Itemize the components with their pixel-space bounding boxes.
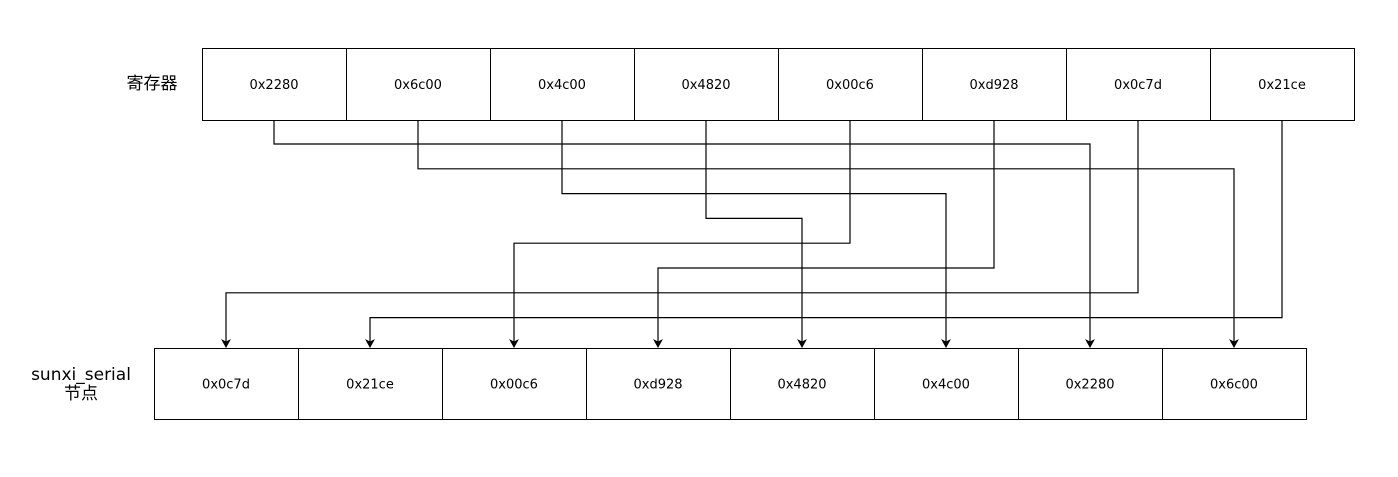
serial-node-cell-value: 0x00c6 bbox=[490, 378, 538, 393]
register-cell: 0x00c6 bbox=[778, 48, 923, 121]
serial-node-cell-box bbox=[154, 348, 299, 420]
register-cell-box bbox=[202, 48, 347, 121]
serial-node-cell-value: 0x0c7d bbox=[202, 378, 250, 393]
register-cell: 0x2280 bbox=[202, 48, 347, 121]
serial-node-row-label: sunxi_serial 节点 bbox=[18, 366, 144, 404]
serial-node-cell-value: 0x6c00 bbox=[1210, 378, 1258, 393]
connector-arrow bbox=[705, 120, 807, 348]
register-cell-value: 0x21ce bbox=[1258, 78, 1306, 93]
serial-node-label-line1: sunxi_serial bbox=[31, 365, 131, 385]
serial-node-cell-box bbox=[730, 348, 875, 420]
register-cell-box bbox=[922, 48, 1067, 121]
serial-node-cell-box bbox=[1018, 348, 1163, 420]
connector-arrow bbox=[365, 120, 1283, 348]
register-cell-box bbox=[634, 48, 779, 121]
serial-node-cell: 0x4c00 bbox=[874, 348, 1019, 420]
serial-node-cell-box bbox=[1162, 348, 1307, 420]
register-row: 0x2280 0x6c00 0x4c00 0x4820 0x00c6 0xd928 0x0c… bbox=[202, 48, 1355, 121]
serial-node-cell-value: 0x21ce bbox=[346, 378, 394, 393]
serial-node-cell: 0x6c00 bbox=[1162, 348, 1307, 420]
register-cell-value: 0x00c6 bbox=[826, 78, 874, 93]
connector-arrow bbox=[417, 120, 1239, 348]
connector-lines bbox=[221, 120, 1283, 348]
connector-arrow bbox=[273, 120, 1095, 348]
connector-arrow bbox=[509, 120, 851, 348]
register-cell: 0x0c7d bbox=[1066, 48, 1211, 121]
register-cell: 0x6c00 bbox=[346, 48, 491, 121]
serial-node-cell-value: 0x2280 bbox=[1065, 378, 1114, 393]
register-cell: 0x21ce bbox=[1210, 48, 1355, 121]
register-cell-value: 0x0c7d bbox=[1114, 78, 1162, 93]
serial-node-row: 0x0c7d 0x21ce 0x00c6 0xd928 0x4820 0x4c00 0x22… bbox=[154, 348, 1307, 420]
serial-node-cell-value: 0xd928 bbox=[633, 378, 682, 393]
register-cell: 0xd928 bbox=[922, 48, 1067, 121]
serial-node-cell-value: 0x4820 bbox=[777, 378, 826, 393]
serial-node-cell-box bbox=[298, 348, 443, 420]
register-cell: 0x4c00 bbox=[490, 48, 635, 121]
serial-node-cell: 0x0c7d bbox=[154, 348, 299, 420]
connector-arrow bbox=[653, 120, 995, 348]
serial-node-cell: 0x2280 bbox=[1018, 348, 1163, 420]
register-cell-box bbox=[1210, 48, 1355, 121]
register-cell-value: 0x4c00 bbox=[538, 78, 586, 93]
register-cell-value: 0x6c00 bbox=[394, 78, 442, 93]
serial-node-cell-value: 0x4c00 bbox=[922, 378, 970, 393]
serial-node-cell: 0x4820 bbox=[730, 348, 875, 420]
serial-node-cell: 0x00c6 bbox=[442, 348, 587, 420]
connector-arrow bbox=[221, 120, 1139, 348]
serial-node-cell: 0x21ce bbox=[298, 348, 443, 420]
serial-node-cell-box bbox=[874, 348, 1019, 420]
register-cell-box bbox=[346, 48, 491, 121]
register-cell-box bbox=[490, 48, 635, 121]
register-cell-value: 0x2280 bbox=[249, 78, 298, 93]
connector-arrow bbox=[561, 120, 951, 348]
serial-node-cell: 0xd928 bbox=[586, 348, 731, 420]
register-cell-value: 0xd928 bbox=[969, 78, 1018, 93]
register-cell-value: 0x4820 bbox=[681, 78, 730, 93]
serial-node-cell-box bbox=[442, 348, 587, 420]
register-cell: 0x4820 bbox=[634, 48, 779, 121]
register-row-label-text: 寄存器 bbox=[126, 74, 178, 94]
serial-node-label-line2: 节点 bbox=[64, 384, 98, 404]
register-cell-box bbox=[1066, 48, 1211, 121]
register-row-label: 寄存器 bbox=[112, 75, 192, 94]
register-cell-box bbox=[778, 48, 923, 121]
